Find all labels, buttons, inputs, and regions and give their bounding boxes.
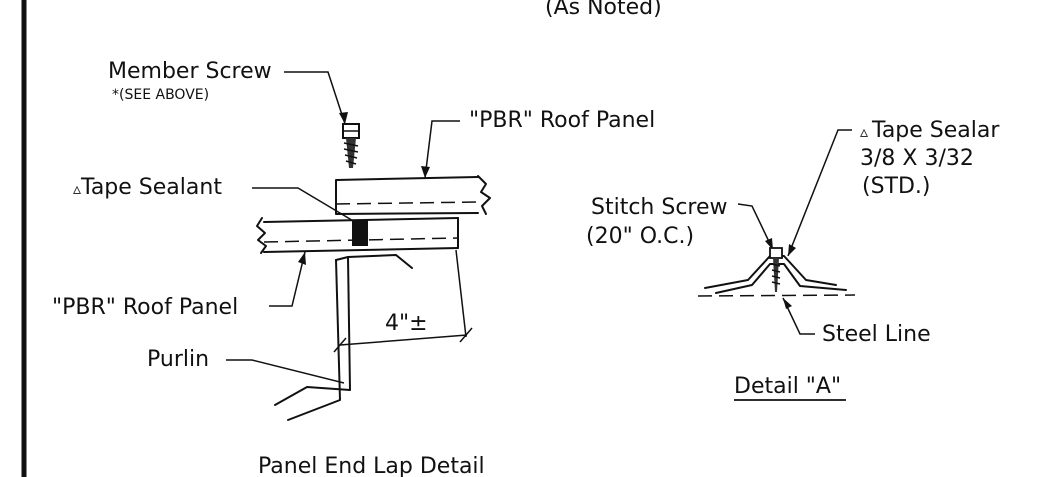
right-tape-sealant-leader: [787, 129, 852, 257]
detail-a: ▵Tape Sealar 3/8 X 3/32 (STD.) Stitch Sc…: [586, 118, 1000, 401]
member-screw-arrowhead: [339, 112, 348, 124]
upper-panel-label: "PBR" Roof Panel: [469, 108, 655, 133]
lower-panel-leader: [269, 251, 306, 307]
purlin-label: Purlin: [147, 347, 209, 372]
purlin-leader: [226, 359, 345, 384]
right-tape-sealant-symbol: ▵: [860, 122, 868, 141]
dimension-label: 4"±: [385, 311, 428, 336]
upper-panel-leader: [424, 120, 460, 179]
tape-sealant-text: Tape Sealant: [80, 175, 222, 200]
steel-line-leader: [782, 297, 815, 335]
lower-panel-arrowhead: [298, 252, 306, 265]
stitch-screw-label: Stitch Screw: [591, 195, 728, 220]
rib-profile: [697, 247, 856, 297]
detail-a-title: Detail "A": [734, 374, 841, 399]
member-screw-icon: [342, 123, 360, 168]
tape-std-label: (STD.): [862, 174, 931, 199]
stitch-screw-icon: [769, 247, 783, 259]
tape-sealant-symbol: ▵: [73, 179, 81, 198]
stitch-screw-leader: [737, 203, 774, 251]
tape-sealant-block: [352, 220, 368, 246]
right-tape-sealant-arrowhead: [788, 244, 796, 256]
top-note: (As Noted): [545, 0, 662, 20]
upper-roof-panel: [335, 175, 491, 215]
steel-line-arrowhead: [783, 298, 792, 309]
dimension-4in: [333, 249, 473, 353]
stitch-spacing-label: (20" O.C.): [586, 224, 694, 249]
panel-end-lap-detail: Member Screw *(SEE ABOVE) "PBR" Roof Pan…: [52, 59, 655, 477]
steel-line-label: Steel Line: [822, 322, 931, 347]
lower-panel-label: "PBR" Roof Panel: [52, 295, 238, 320]
right-tape-sealant-text: Tape Sealar: [871, 118, 1000, 143]
see-above-note: *(SEE ABOVE): [112, 87, 209, 103]
tape-sealant-label: ▵Tape Sealant: [73, 175, 222, 200]
tape-size-label: 3/8 X 3/32: [860, 146, 974, 171]
purlin-section: [274, 254, 413, 421]
tape-sealant-leader: [252, 187, 356, 223]
member-screw-leader: [284, 71, 346, 125]
upper-panel-arrowhead: [421, 166, 430, 178]
member-screw-label: Member Screw: [108, 59, 272, 84]
stitch-screw-arrowhead: [765, 238, 773, 250]
left-detail-title: Panel End Lap Detail: [258, 454, 485, 477]
right-tape-sealant-label: ▵Tape Sealar: [860, 118, 1000, 143]
